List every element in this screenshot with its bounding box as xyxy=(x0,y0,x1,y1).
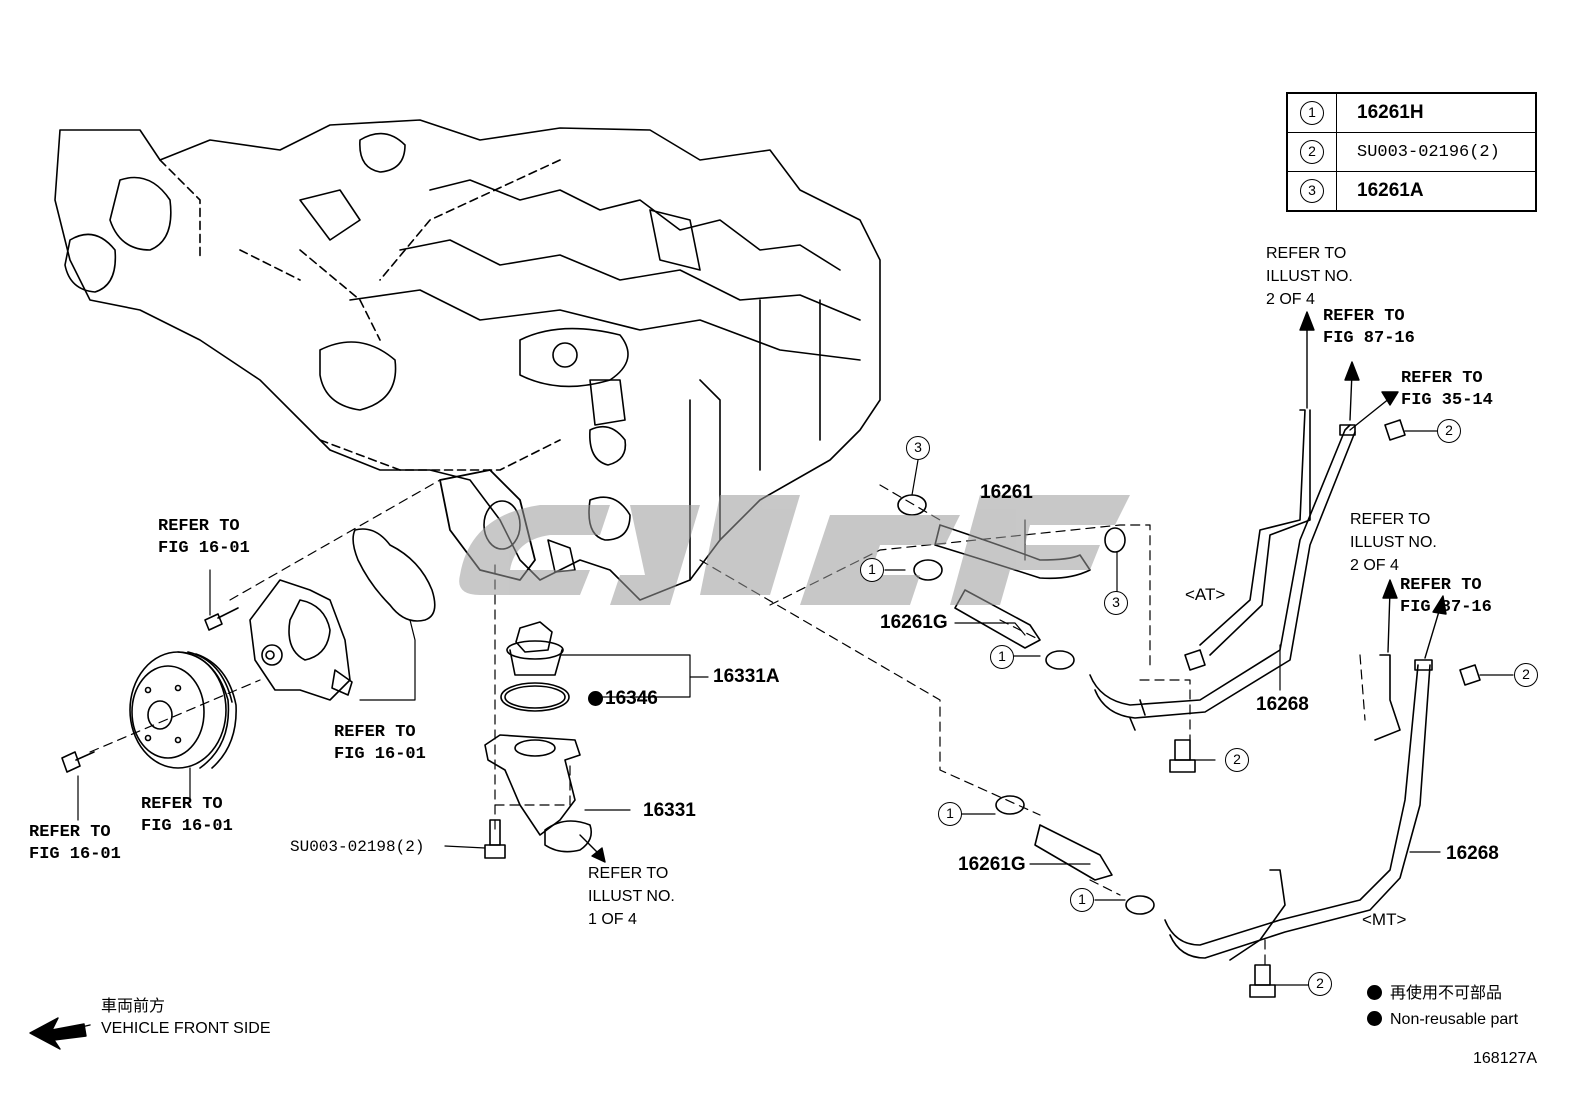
legend-row: 1 16261H xyxy=(1286,92,1537,133)
assembly-lines xyxy=(89,479,1366,966)
callout-2: 2 xyxy=(1308,972,1332,996)
callout-2: 2 xyxy=(1225,748,1249,772)
part-label-16346: 16346 xyxy=(588,688,658,710)
vehicle-front-label-jp: 車両前方 xyxy=(101,998,166,1015)
pipe-16268-mt-illustration xyxy=(995,419,1481,998)
part-label-16268-at: 16268 xyxy=(1256,694,1309,715)
pulley-illustration xyxy=(129,651,237,769)
callout-circle: 1 xyxy=(1300,101,1324,125)
callout-3: 3 xyxy=(906,436,930,460)
pump-gasket-illustration xyxy=(352,528,436,622)
non-reusable-marker xyxy=(588,691,603,706)
pipe-16268-at-illustration xyxy=(1089,409,1356,773)
part-label-16268-mt: 16268 xyxy=(1446,843,1499,864)
non-reusable-legend-jp: 再使用不可部品 xyxy=(1367,983,1502,1005)
watermark-logo xyxy=(459,495,1130,605)
part-label-16261: 16261 xyxy=(980,482,1033,503)
callout-2: 2 xyxy=(1514,663,1538,687)
part-label-su-bolt: SU003-02198(2) xyxy=(290,838,425,856)
reference-arrows xyxy=(29,311,1447,1050)
illustration-id: 168127A xyxy=(1473,1050,1538,1067)
thermostat-illustration xyxy=(484,621,593,853)
non-reusable-legend: Non-reusable part xyxy=(1367,1009,1518,1031)
bolts-left xyxy=(61,607,506,859)
legend-part-number: 16261H xyxy=(1336,92,1537,133)
callout-1: 1 xyxy=(1070,888,1094,912)
legend-row: 3 16261A xyxy=(1286,171,1537,212)
callout-circle: 2 xyxy=(1300,140,1324,164)
callout-1: 1 xyxy=(938,802,962,826)
part-label-16261G: 16261G xyxy=(880,612,948,633)
legend-part-number: 16261A xyxy=(1336,171,1537,212)
legend-row: 2 SU003-02196(2) xyxy=(1286,132,1537,172)
part-label-16261G: 16261G xyxy=(958,854,1026,875)
callout-1: 1 xyxy=(860,558,884,582)
callout-1: 1 xyxy=(990,645,1014,669)
variant-label-at: <AT> xyxy=(1185,585,1226,604)
non-reusable-marker xyxy=(1367,985,1382,1000)
part-label-16331: 16331 xyxy=(643,800,696,821)
legend-part-number: SU003-02196(2) xyxy=(1336,132,1537,172)
engine-block-illustration xyxy=(54,119,881,601)
part-label-16331A: 16331A xyxy=(713,666,780,687)
non-reusable-marker xyxy=(1367,1011,1382,1026)
callout-2: 2 xyxy=(1437,419,1461,443)
callout-3: 3 xyxy=(1104,591,1128,615)
vehicle-front-label: VEHICLE FRONT SIDE xyxy=(101,1020,271,1037)
water-pump-illustration xyxy=(249,579,353,701)
leader-lines xyxy=(77,430,1514,986)
legend-table: 1 16261H 2 SU003-02196(2) 3 16261A xyxy=(1286,92,1537,212)
callout-circle: 3 xyxy=(1300,179,1324,203)
variant-label-mt: <MT> xyxy=(1362,910,1407,929)
